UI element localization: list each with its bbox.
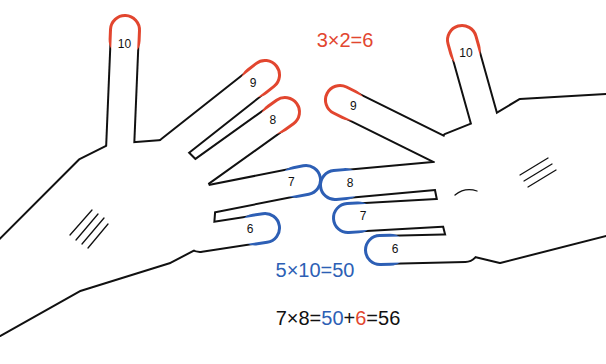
finger-number: 8 <box>268 114 277 127</box>
finger-number: 6 <box>391 243 400 256</box>
equation: 5×10=50 <box>276 259 355 281</box>
equation-part: + <box>344 307 356 329</box>
equation-part: 50 <box>321 307 343 329</box>
finger-number: 7 <box>359 211 368 224</box>
finger-number: 8 <box>346 177 355 190</box>
finger-number: 9 <box>349 100 358 113</box>
equation-part: =56 <box>366 307 400 329</box>
sum-line: 7×8=50+6=56 <box>276 307 401 329</box>
finger-number: 7 <box>287 176 296 189</box>
finger-number: 6 <box>246 224 255 237</box>
equation: 3×2=6 <box>317 29 374 51</box>
equation-part: 6 <box>355 307 366 329</box>
equation-part: 7×8= <box>276 307 322 329</box>
finger-number: 10 <box>458 48 473 61</box>
finger-number: 9 <box>249 78 258 91</box>
finger-number: 10 <box>117 38 132 51</box>
